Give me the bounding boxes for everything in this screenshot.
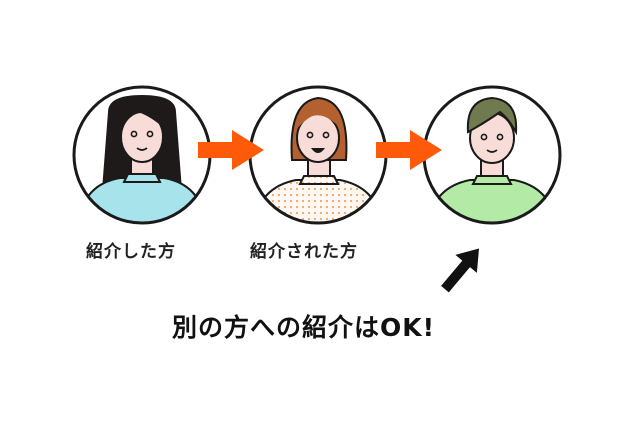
woman-long-hair-icon bbox=[72, 85, 212, 225]
man-icon bbox=[422, 85, 562, 225]
label-referred: 紹介された方 bbox=[250, 242, 358, 262]
woman-short-hair-icon bbox=[248, 85, 388, 225]
arrow-right-icon bbox=[376, 130, 442, 170]
arrow-right-icon bbox=[198, 130, 264, 170]
caption-text: 別の方への紹介はOK! bbox=[172, 313, 436, 342]
arrow-up-right-icon bbox=[441, 248, 479, 293]
label-referrer: 紹介した方 bbox=[86, 242, 176, 262]
